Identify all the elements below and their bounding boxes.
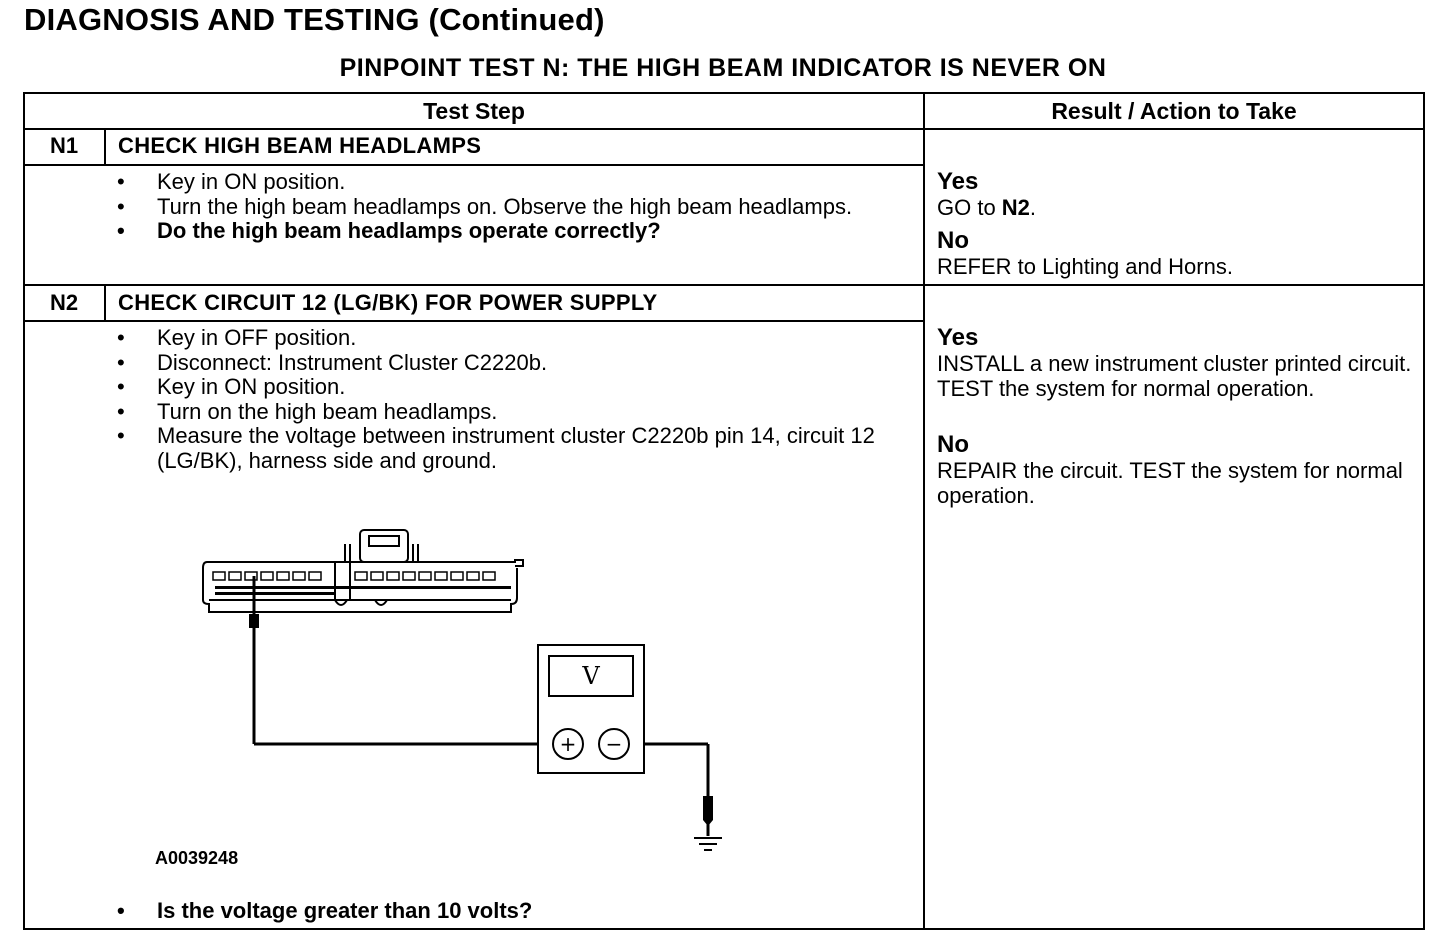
result-n2: Yes INSTALL a new instrument cluster pri… xyxy=(937,324,1412,508)
list-item: Turn the high beam headlamps on. Observe… xyxy=(117,194,857,220)
result-yes-step-ref: N2 xyxy=(1001,195,1030,220)
n1-title-rule xyxy=(23,164,924,166)
page-title: DIAGNOSIS AND TESTING (Continued) xyxy=(24,2,605,37)
list-item-question: Do the high beam headlamps operate corre… xyxy=(117,218,857,244)
connector-latch xyxy=(359,529,409,563)
step-n1-actions: Key in ON position. Turn the high beam h… xyxy=(117,169,857,244)
minus-sign: − xyxy=(606,732,623,756)
n2-id-divider xyxy=(104,284,106,321)
positive-terminal xyxy=(552,728,584,760)
voltmeter-icon: V + − xyxy=(537,644,645,774)
result-n1: Yes GO to N2. No REFER to Lighting and H… xyxy=(937,168,1407,279)
step-n2-actions: Key in OFF position. Disconnect: Instrum… xyxy=(117,325,897,473)
result-yes-post: . xyxy=(1029,195,1037,220)
list-item: Turn on the high beam headlamps. xyxy=(117,399,897,425)
header-result: Result / Action to Take xyxy=(1051,98,1297,124)
n2-title-rule xyxy=(23,320,924,322)
list-item: Key in ON position. xyxy=(117,169,857,195)
negative-terminal xyxy=(598,728,630,760)
ground-probe xyxy=(703,796,713,826)
step-id-n2: N2 xyxy=(49,290,79,315)
n1-id-divider xyxy=(104,128,106,165)
n2-row-rule xyxy=(23,284,1425,286)
connector-body xyxy=(202,559,524,613)
result-yes-text: INSTALL a new instrument cluster printed… xyxy=(937,351,1412,401)
result-no-text: REFER to Lighting and Horns. xyxy=(937,253,1233,279)
voltmeter-connector-diagram: V + − xyxy=(202,529,722,851)
result-yes-label: Yes xyxy=(937,168,979,195)
test-title: PINPOINT TEST N: THE HIGH BEAM INDICATOR… xyxy=(339,54,1107,82)
header-rule xyxy=(23,128,1425,130)
pinpoint-table xyxy=(23,92,1425,930)
list-item: Disconnect: Instrument Cluster C2220b. xyxy=(117,350,897,376)
ground-icon xyxy=(694,837,722,851)
list-item: Key in OFF position. xyxy=(117,325,897,351)
step-title-n2: CHECK CIRCUIT 12 (LG/BK) FOR POWER SUPPL… xyxy=(118,290,658,315)
result-yes-text: GO to N2. xyxy=(937,195,1407,221)
result-yes-pre: GO to xyxy=(937,195,1002,220)
list-item: Measure the voltage between instrument c… xyxy=(117,423,897,473)
connector-pins xyxy=(212,571,511,595)
step-id-n1: N1 xyxy=(49,133,79,158)
step-n2-question-text: Is the voltage greater than 10 volts? xyxy=(157,898,533,923)
step-n2-question: •Is the voltage greater than 10 volts? xyxy=(117,898,533,923)
plus-sign: + xyxy=(560,732,577,756)
result-no-text: REPAIR the circuit. TEST the system for … xyxy=(937,458,1403,508)
step-title-n1: CHECK HIGH BEAM HEADLAMPS xyxy=(118,133,482,158)
figure-id: A0039248 xyxy=(155,848,239,868)
result-yes-label: Yes xyxy=(937,324,979,351)
probe-tip xyxy=(249,614,259,628)
list-item: Key in ON position. xyxy=(117,374,897,400)
column-divider xyxy=(923,92,925,930)
result-no-label: No xyxy=(937,226,969,254)
voltmeter-symbol: V xyxy=(581,662,600,690)
result-no-label: No xyxy=(937,431,969,458)
header-test-step: Test Step xyxy=(423,98,525,124)
